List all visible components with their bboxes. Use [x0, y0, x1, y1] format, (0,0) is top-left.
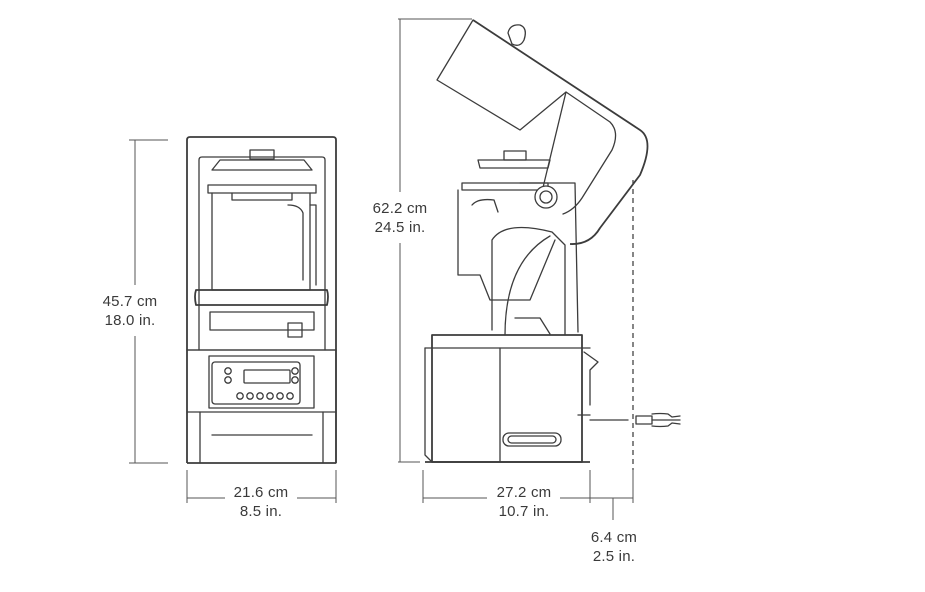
front-height-dimension-line — [129, 139, 168, 464]
front-height-imperial: 18.0 in. — [104, 312, 156, 329]
depth-metric: 27.2 cm — [496, 484, 552, 501]
lid-clearance-metric: 6.4 cm — [590, 529, 638, 546]
front-width-dimension-line — [186, 470, 337, 503]
depth-imperial: 10.7 in. — [498, 503, 550, 520]
front-width-metric: 21.6 cm — [233, 484, 289, 501]
depth-label: 27.2 cm 10.7 in. — [488, 483, 560, 521]
depth-dimension-line — [422, 470, 634, 520]
side-view-blender — [424, 19, 681, 463]
front-view-blender — [186, 136, 337, 464]
lid-clearance-imperial: 2.5 in. — [592, 548, 636, 565]
open-height-label: 62.2 cm 24.5 in. — [364, 199, 436, 237]
front-height-label: 45.7 cm 18.0 in. — [96, 292, 164, 330]
front-width-imperial: 8.5 in. — [239, 503, 283, 520]
open-height-metric: 62.2 cm — [372, 200, 428, 217]
lid-clearance-label: 6.4 cm 2.5 in. — [580, 528, 648, 566]
front-width-label: 21.6 cm 8.5 in. — [226, 483, 296, 521]
front-height-metric: 45.7 cm — [102, 293, 158, 310]
open-height-dimension-line — [398, 18, 472, 463]
open-height-imperial: 24.5 in. — [374, 219, 426, 236]
